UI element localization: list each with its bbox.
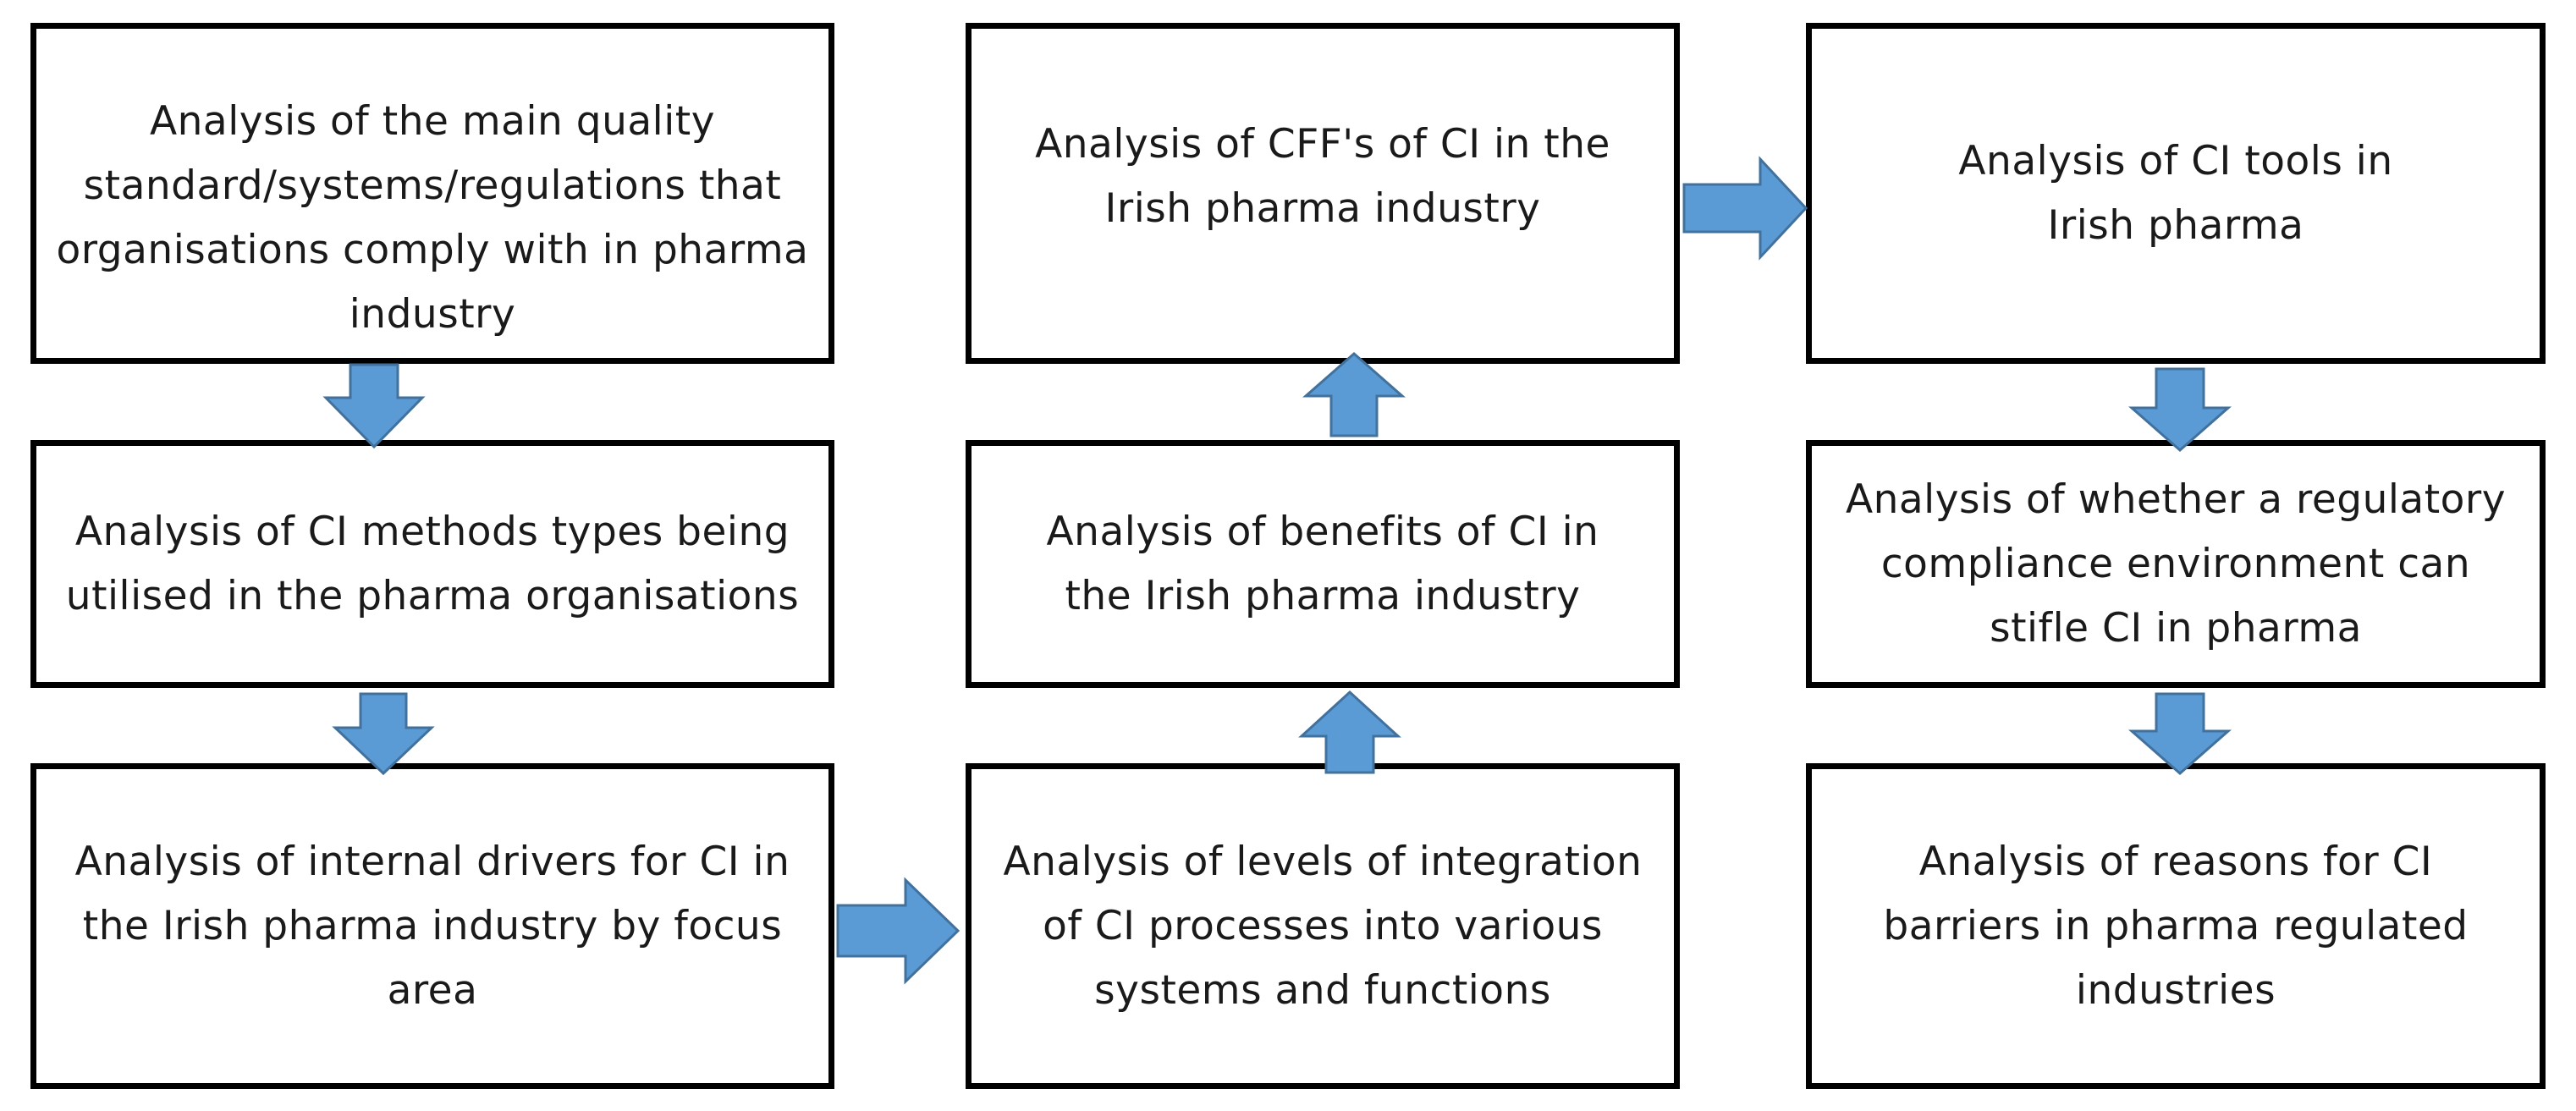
box-internal-drivers: Analysis of internal drivers for CI in t… xyxy=(30,763,834,1089)
box-quality-standards: Analysis of the main quality standard/sy… xyxy=(30,23,834,364)
arrow-up-integration-to-benefits xyxy=(1298,690,1401,774)
box-quality-standards-text: Analysis of the main quality standard/sy… xyxy=(56,97,809,338)
box-barriers-text: Analysis of reasons for CI barriers in p… xyxy=(1883,838,2469,1014)
arrow-right-drivers-to-integration xyxy=(836,877,960,985)
box-internal-drivers-text: Analysis of internal drivers for CI in t… xyxy=(74,838,790,1014)
box-cffs-text: Analysis of CFF's of CI in the Irish pha… xyxy=(1035,120,1610,232)
arrow-right-cffs-to-tools xyxy=(1682,156,1808,261)
box-benefits: Analysis of benefits of CI in the Irish … xyxy=(966,440,1680,688)
arrow-down-methods-to-drivers xyxy=(332,692,435,776)
box-barriers: Analysis of reasons for CI barriers in p… xyxy=(1806,763,2546,1089)
box-ci-tools: Analysis of CI tools in Irish pharma xyxy=(1806,23,2546,364)
box-integration-levels: Analysis of levels of integration of CI … xyxy=(966,763,1680,1089)
box-integration-levels-text: Analysis of levels of integration of CI … xyxy=(1003,838,1643,1014)
arrow-down-compliance-to-barriers xyxy=(2128,692,2232,775)
box-benefits-text: Analysis of benefits of CI in the Irish … xyxy=(1046,508,1599,619)
box-ci-tools-text: Analysis of CI tools in Irish pharma xyxy=(1958,137,2393,249)
box-regulatory-compliance-text: Analysis of whether a regulatory complia… xyxy=(1845,476,2507,652)
box-ci-methods-text: Analysis of CI methods types being utili… xyxy=(65,508,800,619)
arrow-down-quality-to-methods xyxy=(322,363,426,449)
arrow-up-benefits-to-cffs xyxy=(1302,352,1406,437)
box-ci-methods: Analysis of CI methods types being utili… xyxy=(30,440,834,688)
arrow-down-tools-to-compliance xyxy=(2128,367,2232,452)
box-cffs: Analysis of CFF's of CI in the Irish pha… xyxy=(966,23,1680,364)
